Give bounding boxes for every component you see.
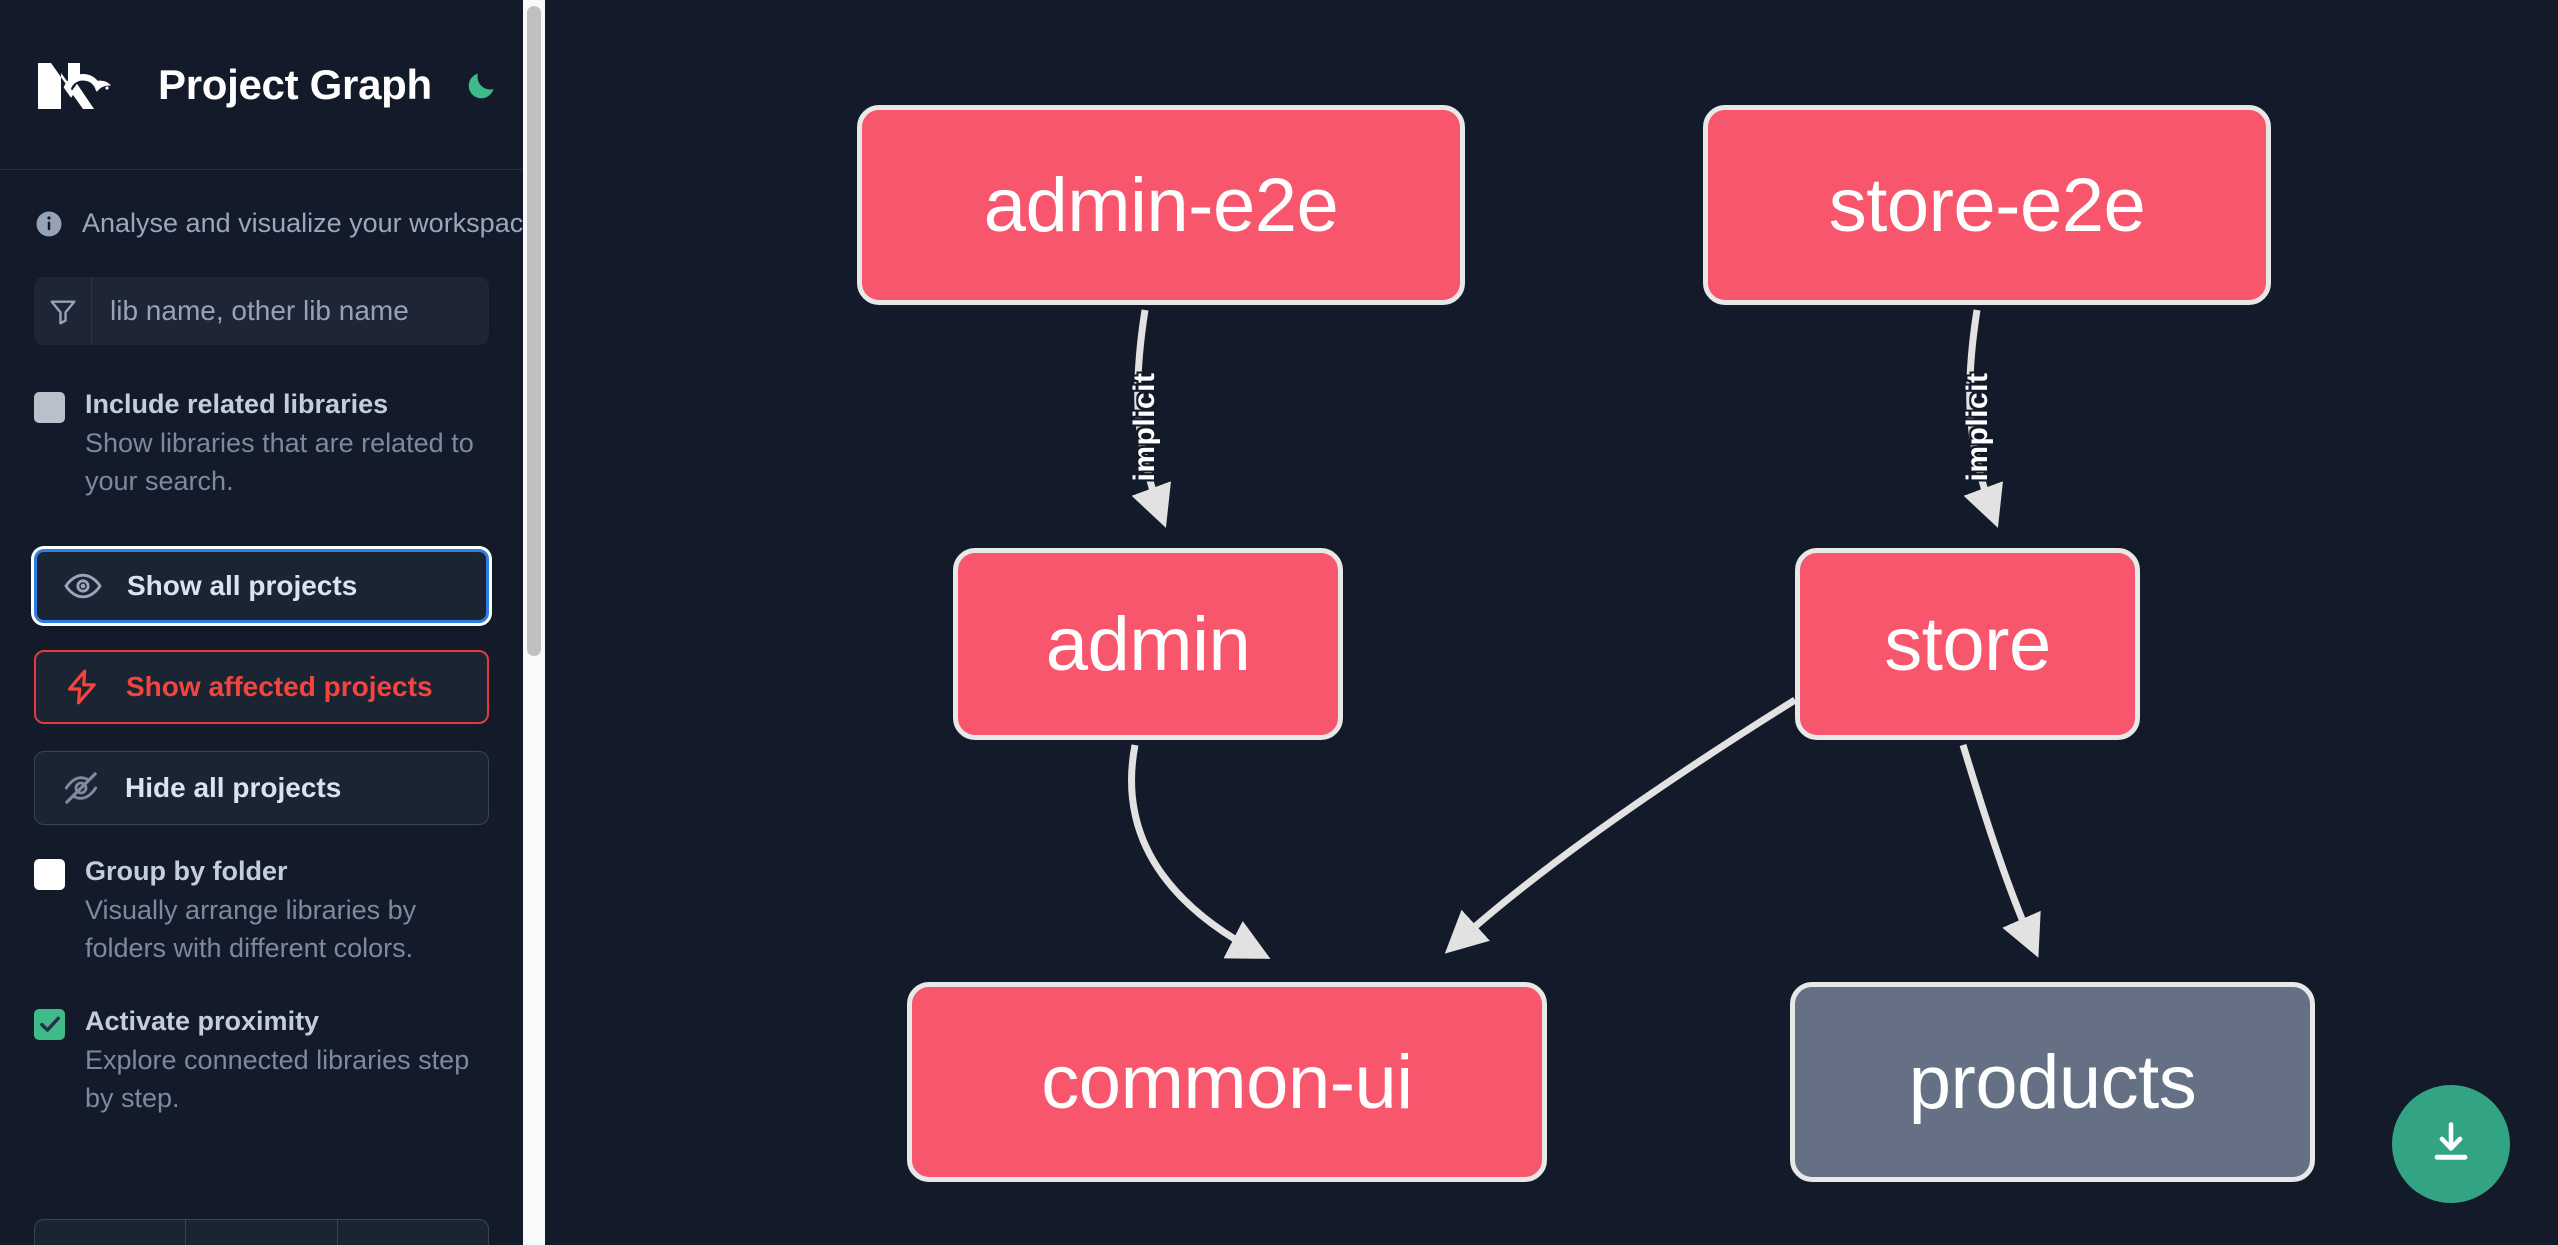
info-circle-icon [34, 209, 64, 239]
show-affected-projects-button[interactable]: Show affected projects [34, 649, 489, 724]
checkbox-activate-proximity[interactable] [34, 1008, 65, 1040]
node-label: products [1908, 1039, 2197, 1125]
graph-node-store[interactable]: store [1795, 548, 2140, 740]
graph-node-admin-e2e[interactable]: admin-e2e [857, 105, 1465, 305]
edge-store-to-products [1959, 743, 2041, 958]
segment-1[interactable] [35, 1220, 187, 1245]
search-section [0, 239, 523, 345]
sidebar-header: Project Graph [0, 0, 523, 170]
sidebar-scrollbar-thumb[interactable] [527, 6, 541, 656]
edge-admin-e2e-to-admin [1131, 309, 1171, 528]
option-description: Explore connected libraries step by step… [85, 1044, 470, 1114]
checkbox-group-by-folder[interactable] [34, 858, 65, 890]
option-description: Visually arrange libraries by folders wi… [85, 894, 417, 964]
option-label: Activate proximity [85, 1005, 320, 1036]
node-label: store-e2e [1828, 162, 2146, 248]
graph-canvas[interactable]: admin-e2e store-e2e admin store common-u… [545, 0, 2558, 1245]
graph-node-products[interactable]: products [1790, 982, 2315, 1182]
node-label: admin [1045, 601, 1251, 687]
eye-icon [63, 566, 103, 606]
segment-2[interactable] [186, 1220, 338, 1245]
search-input[interactable] [92, 277, 489, 345]
node-label: store [1884, 601, 2051, 687]
show-all-projects-label: Show all projects [127, 569, 358, 601]
edge-admin-to-common-ui [1128, 744, 1271, 959]
hide-all-projects-button[interactable]: Hide all projects [34, 750, 489, 825]
checkbox-include-related-libraries[interactable] [34, 392, 65, 423]
option-label: Group by folder [85, 855, 288, 886]
download-icon [2425, 1117, 2477, 1172]
option-description: Show libraries that are related to your … [85, 428, 474, 497]
bottom-segmented-control[interactable] [34, 1219, 489, 1245]
action-buttons: Show all projects Show affected projects [0, 548, 523, 825]
graph-node-common-ui[interactable]: common-ui [907, 982, 1547, 1182]
graph-node-store-e2e[interactable]: store-e2e [1703, 105, 2271, 305]
sidebar-content: Project Graph Analyse and visualize yo [0, 0, 545, 1245]
show-affected-projects-label: Show affected projects [126, 670, 433, 702]
show-all-projects-button[interactable]: Show all projects [34, 548, 489, 623]
segment-3[interactable] [338, 1220, 488, 1245]
moon-icon[interactable] [466, 63, 498, 107]
graph-node-admin[interactable]: admin [953, 548, 1343, 740]
download-graph-button[interactable] [2392, 1085, 2510, 1203]
option-activate-proximity[interactable]: Activate proximity Explore connected lib… [0, 1002, 523, 1118]
node-label: admin-e2e [983, 162, 1339, 248]
eye-slash-icon [61, 768, 101, 808]
sidebar-scrollbar[interactable] [523, 0, 545, 1245]
workspace-info-text: Analyse and visualize your workspace. [82, 208, 545, 238]
graph-edges [1128, 309, 2041, 959]
option-group-by-folder[interactable]: Group by folder Visually arrange librari… [0, 852, 523, 968]
option-label: Include related libraries [85, 389, 389, 419]
page-title: Project Graph [158, 60, 432, 108]
search-box[interactable] [34, 277, 489, 345]
sidebar: Project Graph Analyse and visualize yo [0, 0, 545, 1245]
lightning-bolt-icon [62, 667, 102, 707]
filter-funnel-icon [34, 277, 92, 345]
edge-store-e2e-to-store [1963, 309, 2003, 528]
node-label: common-ui [1041, 1039, 1413, 1125]
edge-store-to-common-ui [1444, 697, 1797, 954]
option-include-related-libraries[interactable]: Include related libraries Show libraries… [0, 385, 523, 501]
hide-all-projects-label: Hide all projects [125, 771, 342, 803]
nx-logo-icon [34, 57, 120, 113]
workspace-info: Analyse and visualize your workspace. [0, 170, 545, 239]
